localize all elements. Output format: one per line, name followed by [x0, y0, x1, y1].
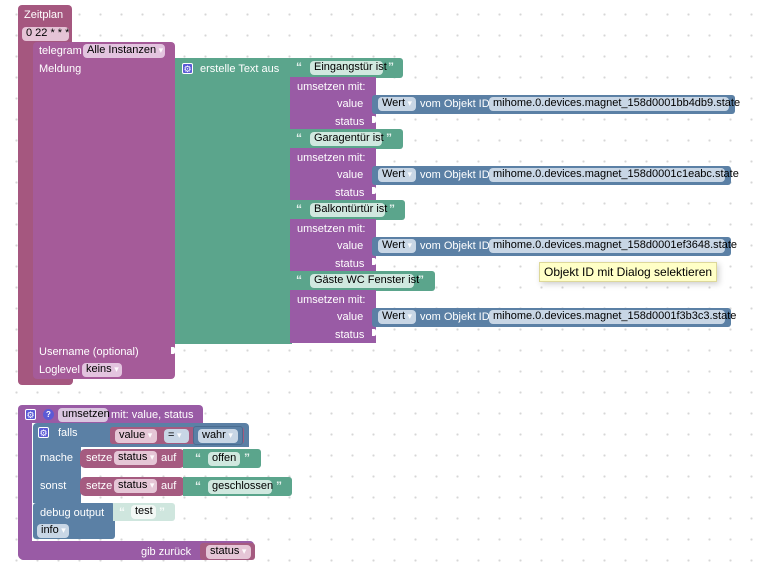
mutator-gear-icon[interactable]: ⚙ [25, 409, 36, 420]
close-quote-icon: ” [159, 505, 165, 519]
value-mode-dropdown[interactable]: Wert [378, 239, 416, 253]
value-mode-dropdown[interactable]: Wert [378, 310, 416, 324]
compare-left-variable-dropdown[interactable]: value [115, 429, 157, 443]
telegram-block[interactable] [33, 42, 175, 379]
function-name-input[interactable]: umsetzen [58, 408, 110, 422]
username-label: Username (optional) [39, 346, 139, 358]
set-label: setze [86, 480, 113, 492]
tooltip: Objekt ID mit Dialog selektieren [539, 262, 718, 282]
set-variable-dropdown[interactable]: status [114, 451, 157, 465]
status-arg-socket[interactable] [372, 258, 376, 265]
object-id-input[interactable]: mihome.0.devices.magnet_158d0001bb4db9.s… [489, 97, 740, 111]
debug-text-input[interactable]: test [131, 505, 156, 519]
if-else-left-rail [33, 445, 81, 503]
to-label: auf [161, 452, 177, 464]
text-literal-input[interactable]: Eingangstür ist [310, 61, 387, 75]
object-id-input[interactable]: mihome.0.devices.magnet_158d0001f3b3c3.s… [489, 310, 736, 324]
close-quote-icon: ” [386, 131, 392, 145]
telegram-label: telegram [39, 45, 82, 57]
open-quote-icon: “ [119, 505, 125, 519]
status-arg-label: status [335, 187, 365, 199]
close-quote-icon: ” [244, 451, 250, 465]
mutator-gear-icon[interactable]: ⚙ [182, 63, 193, 74]
else-value-input[interactable]: geschlossen [208, 480, 273, 494]
procedure-call-block[interactable] [290, 290, 376, 343]
procedure-call-label: umsetzen mit: [297, 223, 366, 235]
text-literal-input[interactable]: Garagentür ist [310, 132, 384, 146]
procedure-call-block[interactable] [290, 148, 376, 201]
value-mode-dropdown[interactable]: Wert [378, 97, 416, 111]
if-label: falls [58, 427, 78, 439]
help-icon[interactable]: ? [43, 409, 54, 420]
text-join-label: erstelle Text aus [200, 63, 280, 75]
from-object-label: vom Objekt ID [420, 311, 490, 323]
to-label: auf [161, 480, 177, 492]
open-quote-icon: “ [195, 451, 201, 465]
from-object-label: vom Objekt ID [420, 169, 490, 181]
set-variable-dropdown[interactable]: status [114, 479, 157, 493]
message-label: Meldung [39, 63, 82, 75]
open-quote-icon: “ [296, 60, 302, 74]
mutator-gear-icon[interactable]: ⚙ [38, 427, 49, 438]
return-variable-dropdown[interactable]: status [206, 545, 251, 559]
close-quote-icon: ” [388, 60, 394, 74]
debug-level-dropdown[interactable]: info [37, 524, 69, 538]
open-quote-icon: “ [195, 479, 201, 493]
value-arg-label: value [337, 311, 364, 323]
procedure-call-label: umsetzen mit: [297, 152, 366, 164]
text-join-block[interactable] [175, 58, 292, 344]
status-arg-socket[interactable] [372, 187, 376, 194]
object-id-input[interactable]: mihome.0.devices.magnet_158d0001c1eabc.s… [489, 168, 739, 182]
status-arg-label: status [335, 258, 365, 270]
open-quote-icon: “ [296, 202, 302, 216]
status-arg-socket[interactable] [372, 329, 376, 336]
username-input-socket[interactable] [171, 347, 175, 354]
value-arg-label: value [337, 240, 364, 252]
value-arg-label: value [337, 98, 364, 110]
then-value-input[interactable]: offen [208, 452, 240, 466]
debug-output-label: debug output [40, 507, 105, 519]
loglevel-label: Loglevel [39, 364, 80, 376]
value-arg-label: value [337, 169, 364, 181]
if-else-bottom [33, 496, 81, 503]
compare-operator-dropdown[interactable]: = [164, 429, 189, 443]
value-mode-dropdown[interactable]: Wert [378, 168, 416, 182]
open-quote-icon: “ [296, 273, 302, 287]
close-quote-icon: ” [389, 202, 395, 216]
then-label: mache [40, 452, 74, 464]
procedure-call-label: umsetzen mit: [297, 81, 366, 93]
object-id-input[interactable]: mihome.0.devices.magnet_158d0001ef3648.s… [489, 239, 737, 253]
return-label: gib zurück [141, 546, 192, 558]
from-object-label: vom Objekt ID [420, 98, 490, 110]
function-definition-bottom [18, 541, 254, 560]
close-quote-icon: ” [276, 479, 282, 493]
text-literal-input[interactable]: Gäste WC Fenster ist [310, 274, 419, 288]
schedule-title: Zeitplan [24, 9, 64, 21]
close-quote-icon: ” [418, 273, 424, 287]
procedure-call-label: umsetzen mit: [297, 294, 366, 306]
text-literal-input[interactable]: Balkontürtür ist [310, 203, 387, 217]
loglevel-dropdown[interactable]: keins [82, 363, 122, 377]
procedure-call-block[interactable] [290, 77, 376, 130]
open-quote-icon: “ [296, 131, 302, 145]
set-label: setze [86, 452, 113, 464]
procedure-call-block[interactable] [290, 219, 376, 272]
status-arg-label: status [335, 116, 365, 128]
from-object-label: vom Objekt ID [420, 240, 490, 252]
compare-right-dropdown[interactable]: wahr [198, 429, 238, 443]
cron-input[interactable]: 0 22 * * * [22, 27, 69, 41]
function-params-label: mit: value, status [111, 409, 194, 421]
status-arg-label: status [335, 329, 365, 341]
function-definition-left-rail [18, 420, 32, 560]
status-arg-socket[interactable] [372, 116, 376, 123]
telegram-instance-dropdown[interactable]: Alle Instanzen [83, 44, 165, 58]
else-label: sonst [40, 480, 67, 492]
